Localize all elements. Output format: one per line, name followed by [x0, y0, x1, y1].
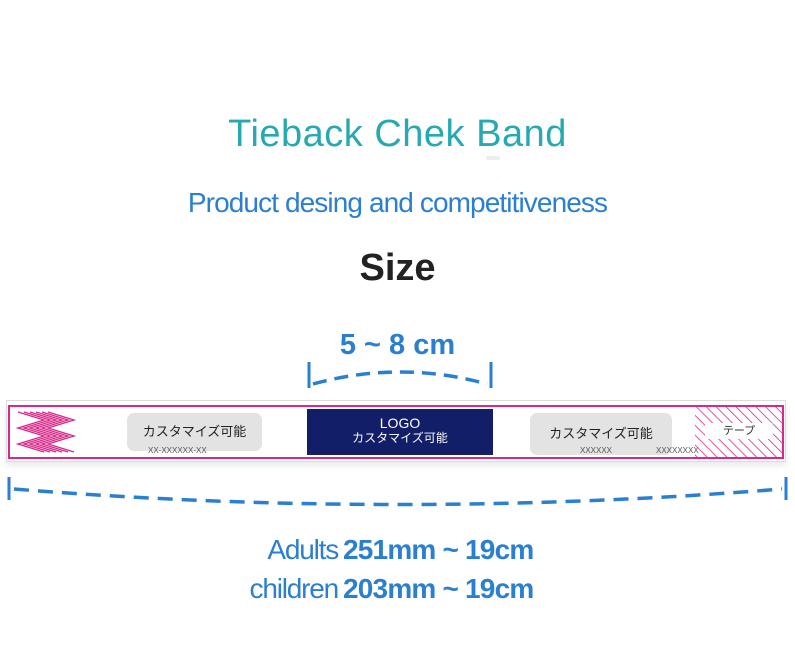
chevron-pattern-icon	[16, 411, 77, 453]
logo-area: LOGO カスタマイズ可能	[307, 409, 493, 455]
width-arc	[312, 370, 488, 386]
customizable-label: カスタマイズ可能	[549, 426, 653, 441]
tape-label: テープ	[705, 423, 773, 439]
length-value: 203mm ~ 19cm	[343, 573, 534, 604]
logo-text: LOGO	[379, 415, 421, 431]
section-heading: Size	[359, 247, 436, 289]
band-width-label: 5 ~ 8 cm	[339, 329, 456, 361]
length-row-children: children 203mm ~ 19cm	[0, 571, 795, 607]
page-title: Tieback Chek Band	[228, 113, 567, 155]
logo-customizable-text: カスタマイズ可能	[352, 431, 448, 445]
decorative-dash	[486, 156, 500, 160]
serial-code-left: XX-XXXXXX-XX	[148, 446, 207, 455]
customizable-label: カスタマイズ可能	[142, 424, 247, 439]
page-subtitle: Product desing and competitiveness	[187, 187, 608, 218]
wristband-border	[8, 405, 784, 459]
length-row-adults: Adults 251mm ~ 19cm	[0, 532, 795, 568]
serial-code-right-b: XXXXXXXX	[656, 446, 699, 455]
serial-code-right-a: XXXXXX	[580, 446, 613, 455]
length-label: children	[249, 573, 340, 604]
length-arc	[13, 487, 783, 507]
customizable-field-right: カスタマイズ可能	[530, 413, 672, 455]
length-label: Adults	[267, 534, 339, 565]
customizable-field-left: カスタマイズ可能	[127, 413, 262, 451]
length-value: 251mm ~ 19cm	[343, 534, 534, 565]
